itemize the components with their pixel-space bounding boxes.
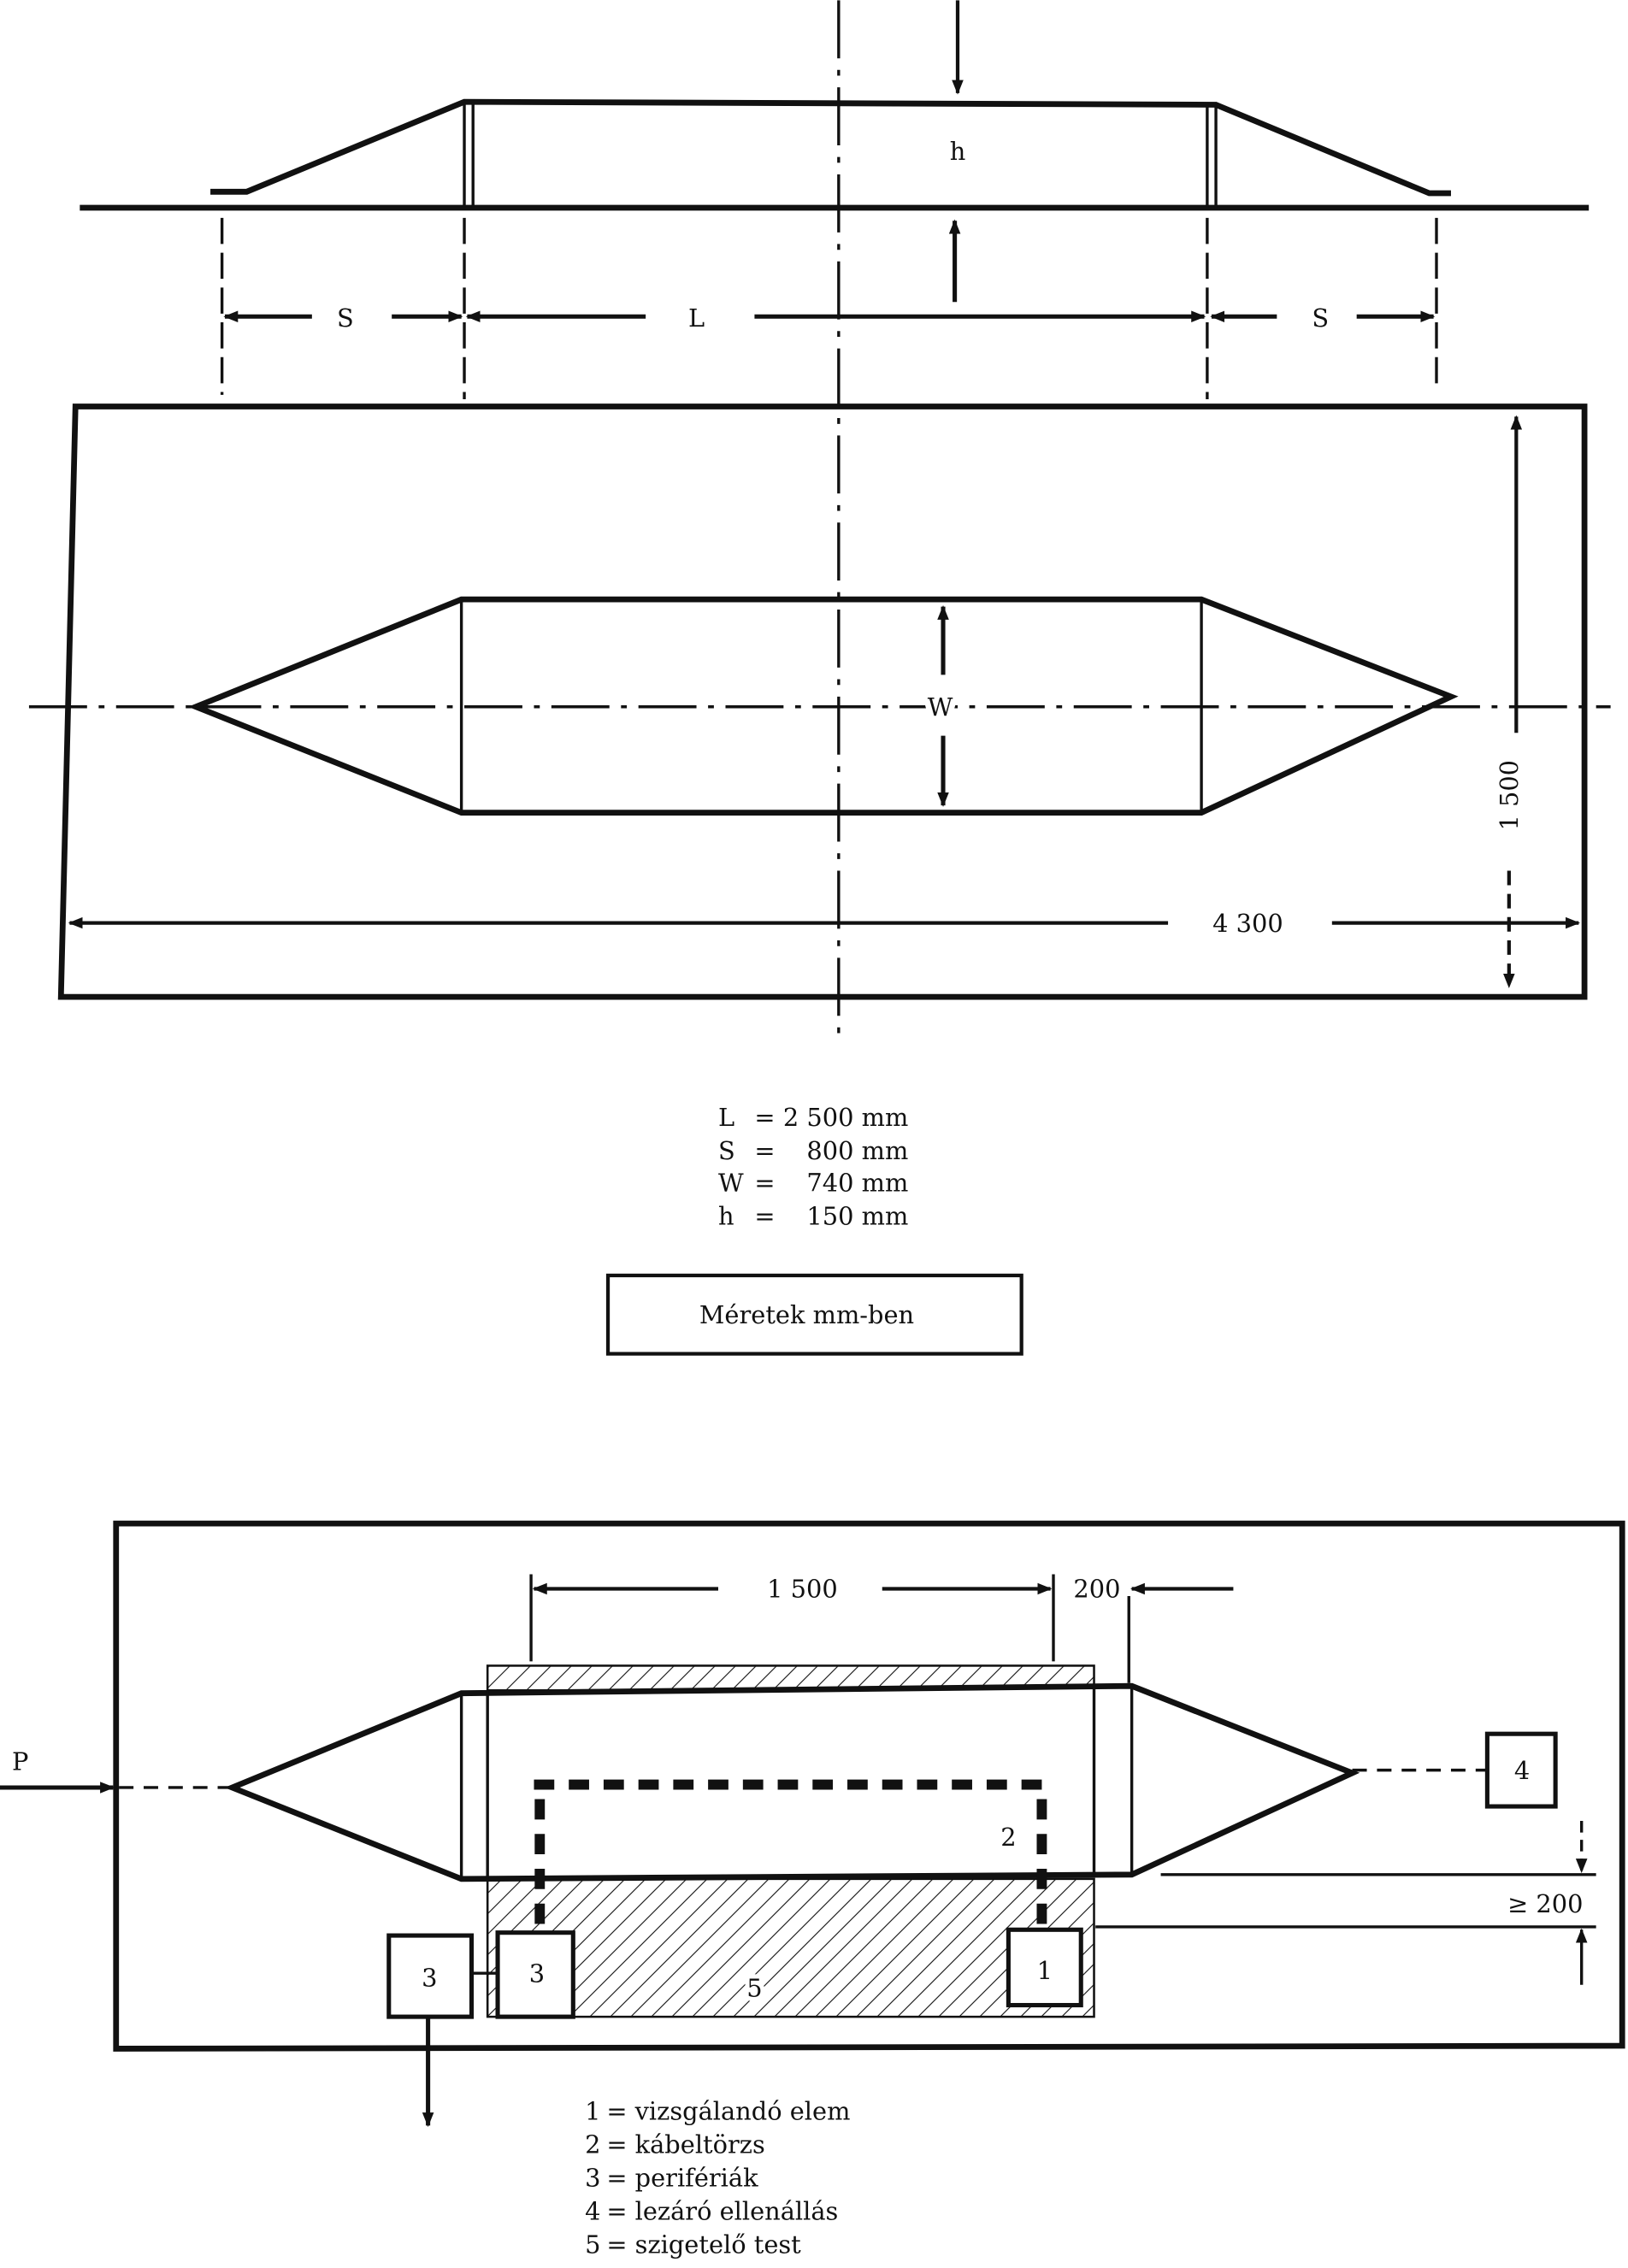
label-l: L (688, 303, 705, 333)
dimension-row: h = 150 mm (718, 1202, 908, 1231)
svg-text:= vizsgálandó elem: = vizsgálandó elem (606, 2097, 850, 2126)
svg-text:5: 5 (585, 2230, 600, 2259)
svg-text:3: 3 (585, 2164, 600, 2193)
test-area-outline (57, 404, 1588, 1000)
svg-text:2: 2 (585, 2130, 600, 2159)
label-p: P (12, 1747, 28, 1776)
label-2: 2 (1000, 1823, 1016, 1852)
label-5: 5 (746, 1973, 762, 2002)
label-s-right: S (1312, 303, 1329, 333)
svg-text:=: = (754, 1169, 775, 1198)
test-element-box (1006, 1927, 1083, 2008)
legend: 1= vizsgálandó elem 2= kábeltörzs 3= per… (585, 2097, 850, 2259)
top-drawing: h S L S W 1 500 4 300 (28, 0, 1611, 1038)
svg-text:150 mm: 150 mm (806, 1202, 908, 1231)
label-width-1500: 1 500 (1495, 760, 1524, 831)
legend-item: 4= lezáró ellenállás (585, 2197, 838, 2226)
label-w: W (928, 692, 953, 722)
svg-text:W: W (718, 1169, 744, 1198)
dim-ge200 (1095, 1821, 1596, 1985)
legend-item: 5= szigetelő test (585, 2230, 801, 2259)
test-setup-outline (113, 1520, 1625, 2052)
label-ge200: ≥ 200 (1507, 1889, 1583, 1918)
label-s-left: S (337, 303, 354, 333)
profile-verticals (463, 102, 1218, 208)
svg-text:L: L (718, 1103, 734, 1132)
svg-text:h: h (718, 1202, 734, 1231)
svg-text:= perifériák: = perifériák (606, 2164, 758, 2193)
dimension-row: W = 740 mm (718, 1169, 908, 1198)
svg-text:1: 1 (585, 2097, 600, 2126)
units-note: Méretek mm-ben (699, 1300, 914, 1329)
extension-lines (220, 217, 1438, 399)
label-1: 1 (1037, 1956, 1053, 1985)
peripheral-box-outer (386, 1933, 475, 2019)
legend-item: 1= vizsgálandó elem (585, 2097, 850, 2126)
cable-trunk (534, 1779, 1048, 1933)
label-1500-bottom: 1 500 (767, 1575, 838, 1604)
svg-text:800 mm: 800 mm (806, 1136, 908, 1165)
svg-text:= szigetelő test: = szigetelő test (606, 2230, 801, 2259)
termination-resistor-box (1484, 1731, 1558, 1809)
label-length-4300: 4 300 (1212, 909, 1283, 938)
insulating-body (486, 1877, 1095, 2018)
svg-text:740 mm: 740 mm (806, 1169, 908, 1198)
label-3-outer: 3 (422, 1963, 437, 1992)
svg-text:2 500 mm: 2 500 mm (783, 1103, 908, 1132)
dimension-row: S = 800 mm (718, 1136, 908, 1165)
label-4: 4 (1514, 1756, 1530, 1785)
bottom-drawing: 2 3 1 5 3 P 4 1 500 200 ≥ 200 (0, 1520, 1625, 2128)
dimension-row: L = 2 500 mm (718, 1103, 908, 1132)
label-3-inner: 3 (529, 1959, 545, 1988)
svg-text:=: = (754, 1103, 775, 1132)
svg-text:=: = (754, 1136, 775, 1165)
svg-text:= kábeltörzs: = kábeltörzs (606, 2130, 764, 2159)
dimension-table: L = 2 500 mm S = 800 mm W = 740 mm h = 150 mm (718, 1103, 908, 1230)
label-200: 200 (1073, 1575, 1120, 1604)
svg-text:=: = (754, 1202, 775, 1231)
label-h: h (950, 137, 966, 166)
svg-text:= lezáró ellenállás: = lezáró ellenállás (606, 2197, 838, 2226)
svg-text:S: S (718, 1136, 735, 1165)
legend-item: 3= perifériák (585, 2164, 758, 2193)
dim-1500-bottom (529, 1574, 1234, 1683)
side-profile (210, 98, 1451, 197)
legend-item: 2= kábeltörzs (585, 2130, 765, 2159)
units-note-box (605, 1273, 1023, 1356)
svg-text:4: 4 (585, 2197, 600, 2226)
